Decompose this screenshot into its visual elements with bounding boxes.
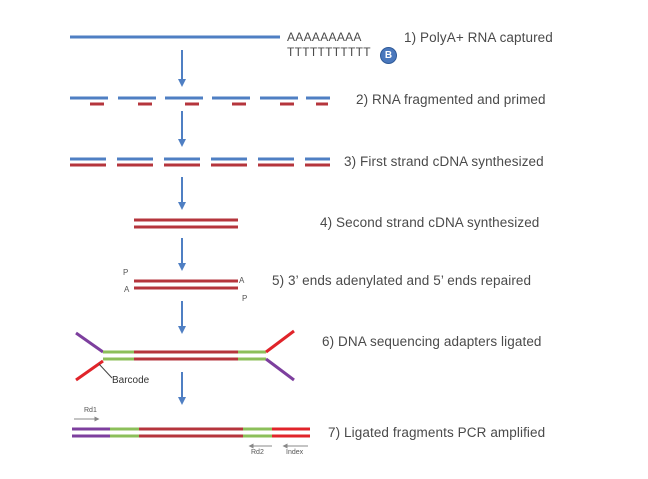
step-5-label: 5) 3’ ends adenylated and 5’ ends repair… bbox=[272, 273, 532, 288]
index-label: Index bbox=[286, 449, 304, 456]
polyt-primer-text: TTTTTTTTTTT bbox=[287, 45, 371, 59]
step5-graphic bbox=[134, 279, 238, 290]
step-7-label: 7) Ligated fragments PCR amplified bbox=[328, 425, 546, 440]
rd1-label: Rd1 bbox=[84, 407, 97, 414]
adapter-purple-left bbox=[75, 331, 104, 354]
step-3-label: 3) First strand cDNA synthesized bbox=[344, 154, 544, 169]
end-letter-a-right: A bbox=[239, 276, 245, 285]
adapter-red-left bbox=[75, 359, 104, 382]
end-letter-p-left: P bbox=[123, 268, 129, 277]
adapter-red-right bbox=[265, 329, 295, 354]
step-4-label: 4) Second strand cDNA synthesized bbox=[320, 215, 540, 230]
step4-graphic bbox=[134, 218, 238, 229]
step-6-label: 6) DNA sequencing adapters ligated bbox=[322, 334, 542, 349]
step2-graphic bbox=[70, 96, 330, 106]
polya-tail-text: AAAAAAAAA bbox=[287, 30, 362, 44]
step-2-label: 2) RNA fragmented and primed bbox=[356, 92, 546, 107]
step-1-label: 1) PolyA+ RNA captured bbox=[404, 30, 553, 45]
step6-graphic bbox=[75, 329, 295, 382]
step7-graphic bbox=[72, 416, 310, 449]
adapter-purple-right bbox=[265, 357, 295, 382]
barcode-label: Barcode bbox=[112, 375, 150, 386]
end-letter-a-left: A bbox=[124, 285, 130, 294]
barcode-pointer bbox=[98, 363, 113, 379]
rd2-label: Rd2 bbox=[251, 449, 264, 456]
step3-graphic bbox=[70, 157, 330, 167]
end-letter-p-right: P bbox=[242, 294, 248, 303]
biotin-bead-icon: B bbox=[380, 47, 397, 64]
